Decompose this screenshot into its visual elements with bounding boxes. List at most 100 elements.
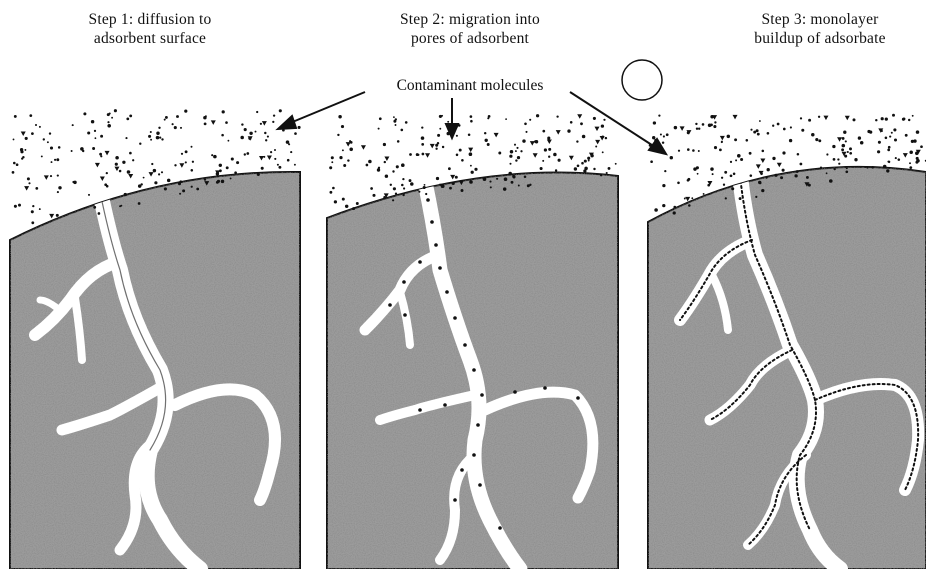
contaminant-dot [211,154,213,156]
contaminant-dot [459,149,462,152]
contaminant-dot [236,161,239,164]
contaminant-dot [221,180,225,184]
contaminant-dot [474,168,477,171]
contaminant-dot [329,191,332,194]
contaminant-dot [547,137,550,140]
contaminant-dot [114,109,117,112]
contaminant-dot [435,148,437,150]
contaminant-dot [49,132,51,134]
contaminant-dot [767,132,770,135]
contaminant-dot [815,138,818,141]
contaminant-dot [811,133,814,136]
contaminant-dot [498,152,501,155]
contaminant-dot [392,199,394,201]
contaminant-dot [875,119,877,121]
contaminant-dot [278,166,281,169]
contaminant-dot [122,161,125,164]
contaminant-dot [267,136,269,138]
contaminant-dot [841,148,844,151]
contaminant-dot [854,158,857,161]
contaminant-triangle [837,137,842,142]
contaminant-dot [22,156,24,158]
contaminant-triangle [128,174,133,179]
contaminant-dot [893,128,896,131]
contaminant-dot [349,140,351,142]
contaminant-triangle [105,151,110,156]
contaminant-dot [16,163,19,166]
contaminant-dot [469,152,473,156]
contaminant-dot [156,136,160,140]
contaminant-dot [818,116,820,118]
contaminant-dot [548,148,551,151]
step-3-caption-line-2: buildup of adsorbate [720,29,920,48]
contaminant-dot [20,148,23,151]
contaminant-triangle [720,136,725,141]
contaminant-dot [139,143,141,145]
contaminant-triangle [114,167,119,172]
contaminant-dot [920,145,923,148]
contaminant-dot [905,134,908,137]
contaminant-dot [582,135,586,139]
contaminant-dot [730,174,733,177]
contaminant-dot [279,109,282,112]
contaminant-dot [504,177,508,181]
molecule-circle-icon [622,60,662,100]
step-1-caption: Step 1: diffusion to adsorbent surface [40,10,260,48]
contaminant-dot [226,166,229,169]
contaminant-dot [750,129,752,131]
step-3-caption-line-1: Step 3: monolayer [720,10,920,29]
contaminant-dot [777,123,780,126]
contaminant-dot [417,154,419,156]
contaminant-dot [181,153,183,155]
contaminant-dot [774,174,777,177]
contaminant-dot [548,156,550,158]
contaminant-dot [794,174,797,177]
step-3-caption: Step 3: monolayer buildup of adsorbate [720,10,920,48]
contaminant-dot [150,139,152,141]
contaminant-dot [772,157,775,160]
contaminant-dot [698,150,700,152]
contaminant-dot [881,117,884,120]
contaminant-dot [723,184,725,186]
contaminant-dot [13,162,16,165]
contaminant-dot [93,206,96,209]
contaminant-dot [782,151,785,154]
contaminant-dot [154,181,157,184]
contaminant-dot [615,163,617,165]
contaminant-dot [447,121,449,123]
contaminant-dot [436,177,439,180]
contaminant-dot [337,134,339,136]
contaminant-dot [164,119,166,121]
contaminant-dot [127,170,131,174]
contaminant-dot [849,147,852,150]
contaminant-triangle [577,114,582,119]
contaminant-dot [758,181,761,184]
contaminant-triangle [733,115,738,120]
contaminant-dot [294,164,296,166]
contaminant-dot [867,130,870,133]
contaminant-dot [119,205,121,207]
contaminant-dot [409,179,412,182]
contaminant-dot [418,191,420,193]
contaminant-dot [288,143,290,145]
contaminant-dot [158,173,160,175]
contaminant-dot [529,119,531,121]
contaminant-dot [126,118,129,121]
contaminant-dot [468,133,471,136]
contaminant-dot [219,164,222,167]
panel-step-2 [320,160,620,569]
contaminant-dot [833,158,836,161]
contaminant-dot [759,120,761,122]
contaminant-triangle [845,116,850,121]
contaminant-triangle [569,156,574,161]
contaminant-dot [577,164,580,167]
contaminant-dot [570,121,573,124]
contaminant-dot [677,182,680,185]
contaminant-dot [489,181,491,183]
contaminant-dot [514,144,516,146]
contaminant-dot [588,160,590,162]
contaminant-dot [524,123,527,126]
contaminant-dot [294,132,297,135]
contaminant-dot [73,181,76,184]
contaminant-dot [580,122,583,125]
